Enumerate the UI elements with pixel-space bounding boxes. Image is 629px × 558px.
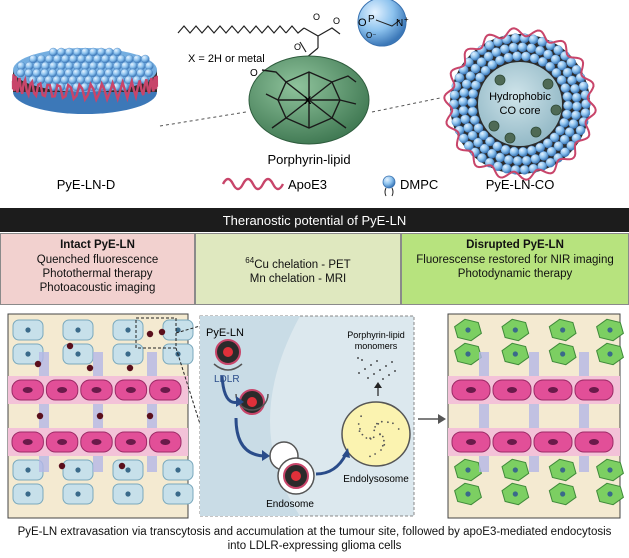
svg-text:P: P [368,14,375,25]
svg-text:O: O [333,16,340,26]
disrupted-line-1: Fluorescense restored for NIR imaging [416,254,614,266]
legend-dmpc: DMPC [400,177,438,192]
inset-pyeln-label: PyE-LN [206,327,244,339]
phosphocholine-head [357,0,407,47]
disc-nanoparticle [11,47,159,114]
svg-text:N: N [396,18,403,29]
svg-text:O: O [358,17,367,29]
disrupted-title: Disrupted PyE-LN [466,239,564,251]
disc-connector [159,111,247,127]
arrow-2 [234,417,267,458]
inset-endosome-label: Endosome [266,499,314,510]
tissue-illustration: PyE-LN LDLR Porphyrin-lipid monomers End… [7,313,624,519]
svg-text:O: O [250,68,258,79]
figure-caption: PyE-LN extravasation via transcytosis an… [0,525,629,553]
inset-monomers-2: monomers [355,341,398,351]
ldlr-receptor [213,363,243,371]
disrupted-line-2: Photodynamic therapy [457,268,573,280]
chelation-panel: 64Cu chelation - PET Mn chelation - MRI [195,233,401,305]
legend-apoe3: ApoE3 [288,177,327,192]
x-label: X = 2H or metal [188,53,265,65]
lipid-tail-2 [285,25,305,34]
inset-endolysosome-label: Endolysosome [343,474,409,485]
metal-symbol: X [304,95,312,107]
cu-text: Cu chelation - PET [254,258,351,271]
endolysosome [341,401,411,467]
chelation-line-1: 64Cu chelation - PET [196,254,400,272]
endocytosis-inset: PyE-LN LDLR Porphyrin-lipid monomers End… [199,315,415,517]
cu-isotope: 64 [245,256,255,265]
inset-monomers-1: Porphyrin-lipid [347,330,405,340]
caption-line-1: PyE-LN extravasation via transcytosis an… [17,526,612,538]
caption-line-2: into LDLR-expressing glioma cells [227,540,402,552]
intact-panel: Intact PyE-LN Quenched fluorescence Phot… [0,233,195,305]
svg-text:O: O [294,42,301,52]
disc-label: PyE-LN-D [57,177,116,192]
sphere-connector [371,97,441,113]
arrow-1 [220,375,239,404]
theranostic-banner: Theranostic potential of PyE-LN [0,208,629,232]
dmpc-legend-icon [382,175,396,197]
svg-text:O⁻: O⁻ [366,31,376,40]
zoom-line-bottom [175,347,201,425]
porphyrin-lipid-label: Porphyrin-lipid [267,152,350,167]
arrow-3 [315,453,348,476]
intact-line-1: Quenched fluorescence [36,254,159,266]
porphyrin-skeleton [261,69,357,129]
core-label-1: Hydrophobic [489,91,551,103]
sphere-nanoparticle [443,27,597,181]
apoe3-legend-icon [221,177,285,191]
lipid-tail-1 [177,25,287,34]
core-label-2: CO core [500,105,541,117]
zoom-line-top [175,325,201,334]
inset-ldlr-label: LDLR [214,374,240,385]
banner-title: Theranostic potential of PyE-LN [222,212,407,228]
intact-tissue-panel [7,313,194,519]
intact-title: Intact PyE-LN [60,239,135,251]
disrupted-panel: Disrupted PyE-LN Fluorescense restored f… [401,233,629,305]
svg-text:+: + [404,15,409,24]
sphere-label: PyE-LN-CO [486,177,555,192]
disrupted-tissue-panel [447,313,624,519]
top-illustration: O O O O P O⁻ N + X = 2H or metal X O Por… [11,0,597,197]
intact-line-3: Photoacoustic imaging [39,282,156,294]
intact-line-2: Photothermal therapy [42,268,153,280]
chelation-line-2: Mn chelation - MRI [249,272,347,285]
svg-text:O: O [313,12,320,22]
